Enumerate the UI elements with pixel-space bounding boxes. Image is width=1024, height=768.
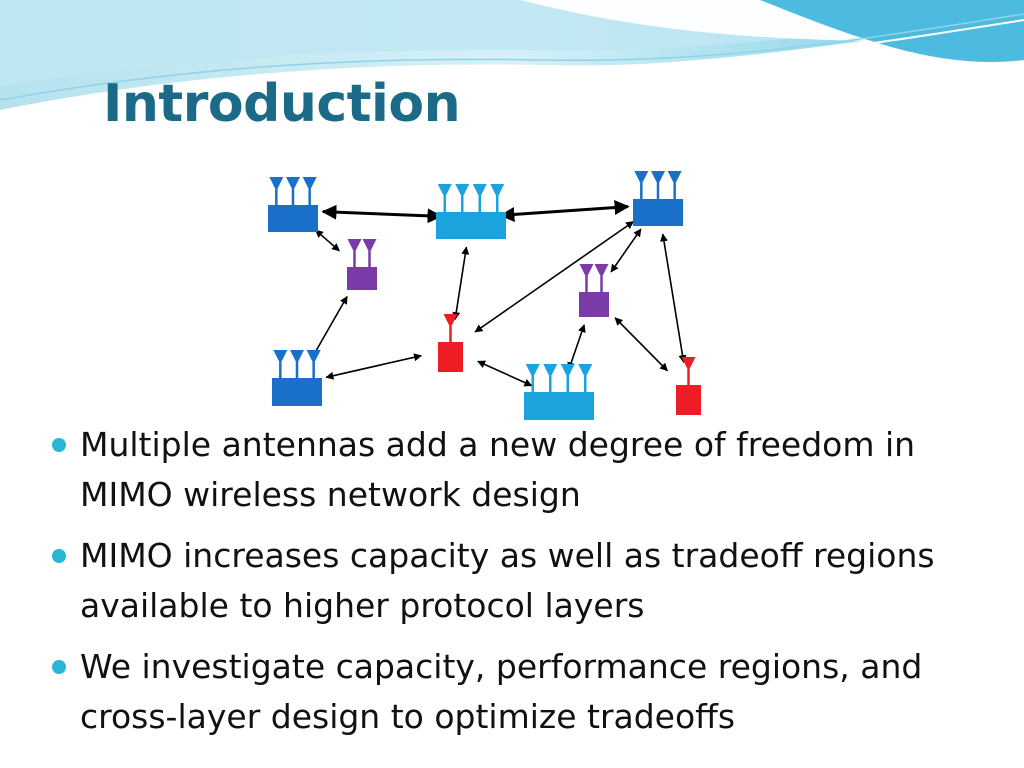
node-body — [272, 378, 322, 406]
antenna-node-icon — [524, 364, 594, 420]
antenna-triangle — [525, 364, 540, 378]
antenna-triangle — [651, 171, 665, 185]
antenna-triangle — [472, 184, 487, 198]
antenna-triangle — [455, 184, 470, 198]
antenna-triangle — [594, 264, 609, 278]
antenna-triangle — [667, 171, 682, 185]
bullet-marker-icon — [52, 660, 66, 674]
antenna-triangle — [273, 350, 288, 364]
bullet-list: Multiple antennas add a new degree of fr… — [48, 420, 998, 753]
node-body — [436, 212, 506, 239]
node-body — [524, 392, 594, 420]
antenna-triangle — [269, 177, 284, 191]
link-arrow — [477, 360, 533, 387]
antenna-triangle — [362, 239, 377, 253]
antenna-triangle — [578, 364, 593, 378]
antenna-node-icon — [347, 239, 377, 290]
antenna-triangle — [437, 184, 452, 198]
links — [311, 200, 687, 387]
link-arrow — [315, 229, 340, 252]
link-arrow — [321, 204, 443, 224]
bullet-text: Multiple antennas add a new degree of fr… — [80, 425, 916, 514]
antenna-triangle — [306, 350, 321, 364]
link-arrow — [474, 220, 635, 333]
antenna-triangle — [634, 171, 649, 185]
bullet-item: MIMO increases capacity as well as trade… — [48, 531, 998, 631]
antenna-node-icon — [438, 314, 463, 372]
node-body — [347, 267, 377, 290]
slide-title: Introduction — [103, 74, 461, 134]
link-arrow — [567, 324, 586, 371]
link-arrow — [614, 317, 668, 372]
antenna-triangle — [302, 177, 317, 191]
antenna-triangle — [286, 177, 300, 191]
link-arrow — [499, 200, 630, 222]
antenna-triangle — [347, 239, 362, 253]
link-arrow — [660, 233, 687, 364]
link-arrow — [610, 228, 642, 273]
antenna-triangle — [543, 364, 558, 378]
antenna-node-icon — [436, 184, 506, 239]
antenna-triangle — [560, 364, 575, 378]
link-arrow — [311, 295, 348, 359]
bullet-item: Multiple antennas add a new degree of fr… — [48, 420, 998, 520]
antenna-triangle — [579, 264, 594, 278]
link-arrow — [325, 353, 423, 380]
antenna-node-icon — [268, 177, 318, 232]
antenna-node-icon — [676, 357, 701, 415]
antenna-triangle — [443, 314, 458, 328]
bullet-text: MIMO increases capacity as well as trade… — [80, 536, 935, 625]
antenna-triangle — [290, 350, 304, 364]
node-body — [633, 199, 683, 226]
node-body — [438, 342, 463, 372]
antenna-triangle — [681, 357, 696, 371]
header-wave-decoration — [0, 0, 1024, 113]
antenna-node-icon — [633, 171, 683, 226]
antenna-node-icon — [579, 264, 609, 317]
bullet-text: We investigate capacity, performance reg… — [80, 647, 923, 736]
mimo-network-diagram — [268, 171, 701, 420]
antenna-node-icon — [272, 350, 322, 406]
node-body — [676, 385, 701, 415]
bullet-marker-icon — [52, 549, 66, 563]
bullet-item: We investigate capacity, performance reg… — [48, 642, 998, 742]
node-body — [579, 292, 609, 317]
link-arrow — [452, 246, 470, 321]
bullet-marker-icon — [52, 438, 66, 452]
antenna-triangle — [490, 184, 505, 198]
node-body — [268, 205, 318, 232]
